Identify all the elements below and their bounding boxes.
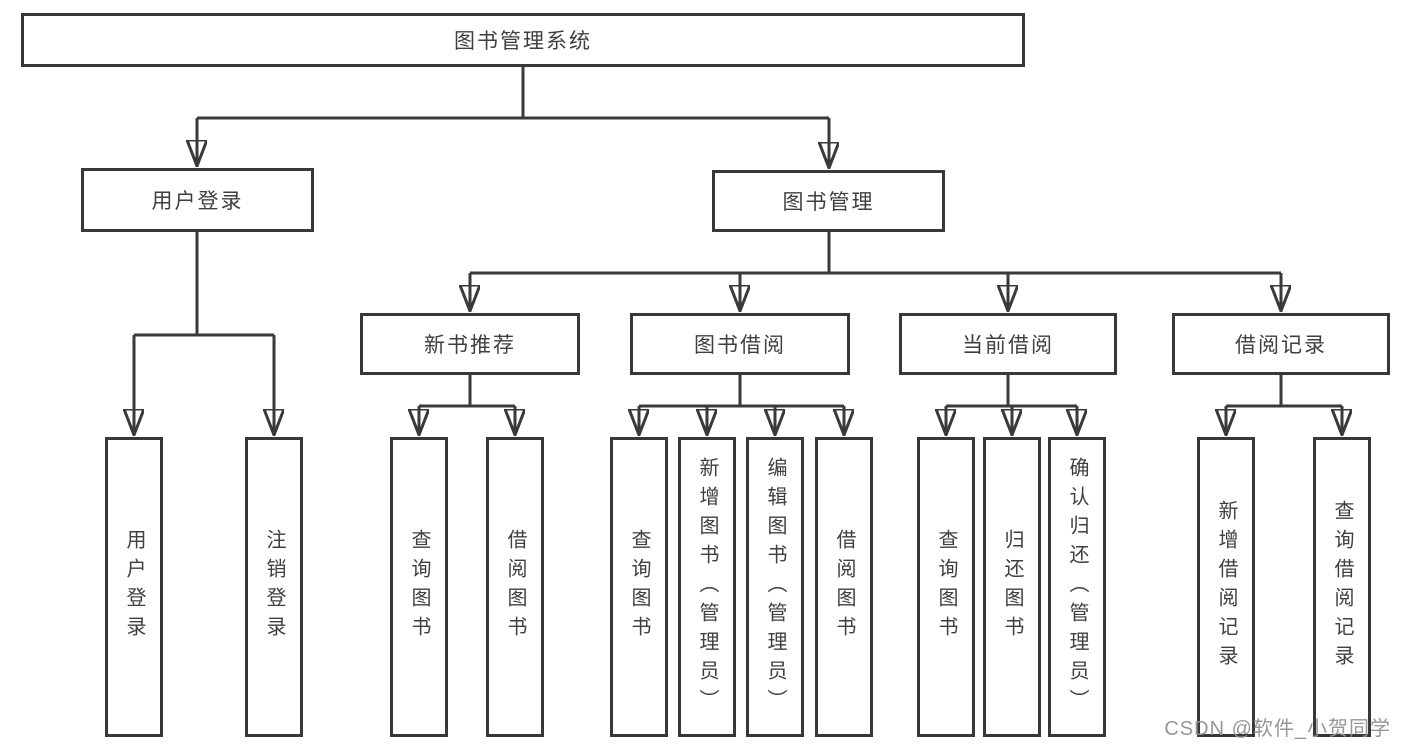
leaf-edit-book-admin: 编辑图书（管理员） [746,437,804,737]
leaf-label: 新增图书（管理员） [696,456,718,718]
leaf-label: 注销登录 [263,529,285,645]
leaf-label: 归还图书 [1001,529,1023,645]
node-book-management: 图书管理 [712,170,945,232]
node-user-login: 用户登录 [81,168,314,232]
node-library-management-system: 图书管理系统 [21,13,1025,67]
node-book-borrowing: 图书借阅 [630,313,850,375]
leaf-label: 查询图书 [408,529,430,645]
node-label: 新书推荐 [424,334,516,357]
node-new-book-recommendation: 新书推荐 [360,313,580,375]
leaf-add-borrow-record: 新增借阅记录 [1197,437,1255,737]
node-label: 图书借阅 [694,334,786,357]
watermark: CSDN @软件_小贺同学 [1164,718,1391,740]
leaf-borrow-books-1: 借阅图书 [486,437,544,737]
leaf-query-books-3: 查询图书 [917,437,975,737]
leaf-return-book: 归还图书 [983,437,1041,737]
leaf-query-books-1: 查询图书 [390,437,448,737]
leaf-query-borrow-record: 查询借阅记录 [1313,437,1371,737]
leaf-label: 借阅图书 [833,529,855,645]
leaf-confirm-return-admin: 确认归还（管理员） [1048,437,1106,737]
node-label: 用户登录 [151,190,244,213]
leaf-label: 确认归还（管理员） [1066,456,1088,718]
node-label: 图书管理 [782,191,875,214]
leaf-add-book-admin: 新增图书（管理员） [678,437,736,737]
leaf-label: 新增借阅记录 [1215,500,1237,674]
leaf-label: 查询图书 [935,529,957,645]
node-label: 图书管理系统 [454,30,592,53]
node-borrowing-records: 借阅记录 [1172,313,1390,375]
leaf-query-books-2: 查询图书 [610,437,668,737]
leaf-user-login: 用户登录 [105,437,163,737]
leaf-borrow-books-2: 借阅图书 [815,437,873,737]
leaf-label: 借阅图书 [504,529,526,645]
leaf-label: 查询图书 [628,529,650,645]
node-label: 借阅记录 [1235,334,1327,357]
node-label: 当前借阅 [962,334,1054,357]
leaf-label: 查询借阅记录 [1331,500,1353,674]
leaf-label: 用户登录 [123,529,145,645]
leaf-logout: 注销登录 [245,437,303,737]
leaf-label: 编辑图书（管理员） [764,456,786,718]
node-current-borrowing: 当前借阅 [899,313,1117,375]
